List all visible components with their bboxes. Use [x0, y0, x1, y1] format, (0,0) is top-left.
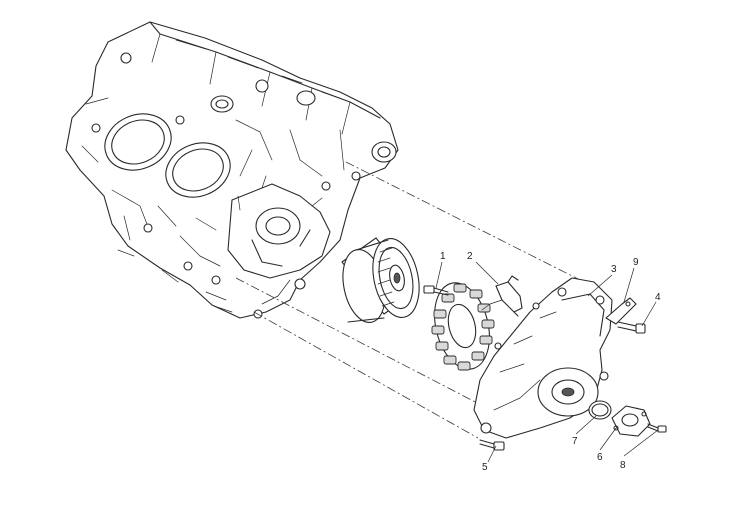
o-ring	[588, 400, 612, 420]
stator-windings	[431, 283, 495, 371]
bolt-4	[617, 321, 646, 334]
flywheel-rotor	[341, 237, 420, 323]
callout-1: 1	[440, 251, 446, 262]
leader-lines	[435, 261, 659, 463]
screw-8	[647, 423, 667, 433]
stator	[431, 282, 495, 371]
engine-crankcase	[65, 21, 399, 319]
assembly-axis-lines	[235, 161, 593, 439]
bolt-5	[479, 439, 505, 451]
bracket-9	[605, 297, 637, 325]
callout-2: 2	[467, 251, 473, 262]
callout-8: 8	[620, 460, 626, 471]
callout-6: 6	[597, 452, 603, 463]
callout-labels: 1 2 3 4 5 6 7 8 9	[440, 251, 661, 473]
callout-9: 9	[633, 257, 639, 268]
callout-7: 7	[572, 436, 578, 447]
callout-3: 3	[611, 264, 617, 275]
callout-5: 5	[482, 462, 488, 473]
inspection-cap	[611, 405, 651, 437]
bolt-1	[423, 285, 449, 296]
pickup-sensor	[481, 275, 523, 317]
callout-4: 4	[655, 292, 661, 303]
generator-cover	[473, 277, 613, 439]
